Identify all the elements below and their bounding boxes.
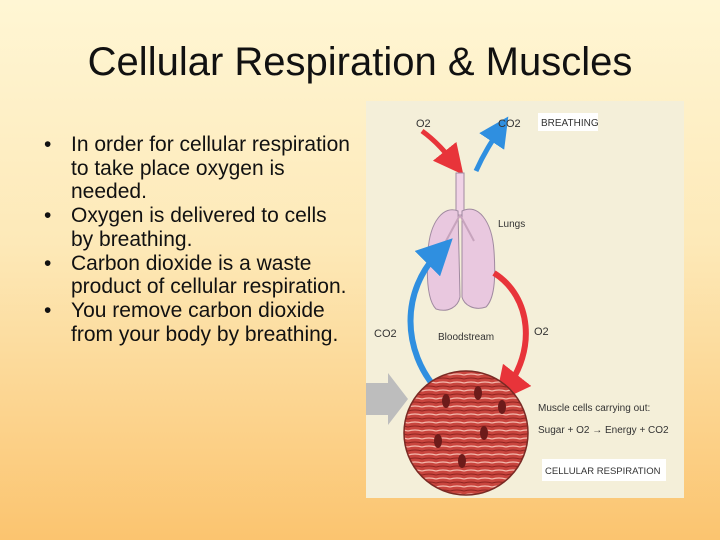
cellular-respiration-label-box (542, 459, 666, 481)
bullet-dot: • (44, 204, 52, 228)
bullet-text: Carbon dioxide is a waste product of cel… (71, 251, 347, 299)
bullet-dot: • (44, 133, 52, 156)
gray-pointer-arrow (366, 373, 408, 425)
breathing-label-box (538, 113, 598, 131)
co2-top-label: CO2 (498, 118, 521, 130)
diagram-svg: O2 CO2 BREATHING Lungs CO2 Bloodstream O… (366, 113, 669, 496)
bullet-dot: • (44, 251, 52, 275)
slide-title: Cellular Respiration & Muscles (87, 40, 633, 84)
o2-inhale-arrow (420, 128, 464, 175)
cellular-respiration-label: CELLULAR RESPIRATION (545, 466, 661, 477)
co2-exhale-arrow (473, 116, 509, 173)
lungs-label: Lungs (498, 219, 525, 230)
bullet-list: • In order for cellular respiration to ta… (44, 133, 354, 346)
respiration-equation: Sugar + O2 → Energy + CO2 (538, 425, 669, 436)
bullet-dot: • (44, 298, 52, 322)
muscle-cells-label: Muscle cells carrying out: (538, 403, 650, 414)
bullet-item: • Oxygen is delivered to cells by breathi… (44, 204, 354, 251)
o2-right-label: O2 (534, 326, 549, 338)
bullet-item: • In order for cellular respiration to ta… (44, 133, 354, 204)
bullet-text: In order for cellular respiration to tak… (71, 133, 350, 204)
bullet-item: • Carbon dioxide is a waste product of ce… (44, 252, 354, 299)
respiration-diagram: O2 CO2 BREATHING Lungs CO2 Bloodstream O… (366, 101, 684, 498)
muscle-tissue-icon (403, 370, 529, 496)
bullet-item: • You remove carbon dioxide from your bod… (44, 299, 354, 346)
bullet-text: You remove carbon dioxide from your body… (71, 298, 339, 346)
bloodstream-blue-arrow (407, 238, 453, 394)
bloodstream-red-arrow (492, 270, 532, 404)
bloodstream-label: Bloodstream (438, 332, 494, 343)
breathing-label: BREATHING (541, 118, 599, 129)
o2-top-label: O2 (416, 118, 431, 130)
lungs-icon (426, 172, 496, 311)
co2-left-label: CO2 (374, 328, 397, 340)
bullet-text: Oxygen is delivered to cells by breathin… (71, 204, 327, 251)
